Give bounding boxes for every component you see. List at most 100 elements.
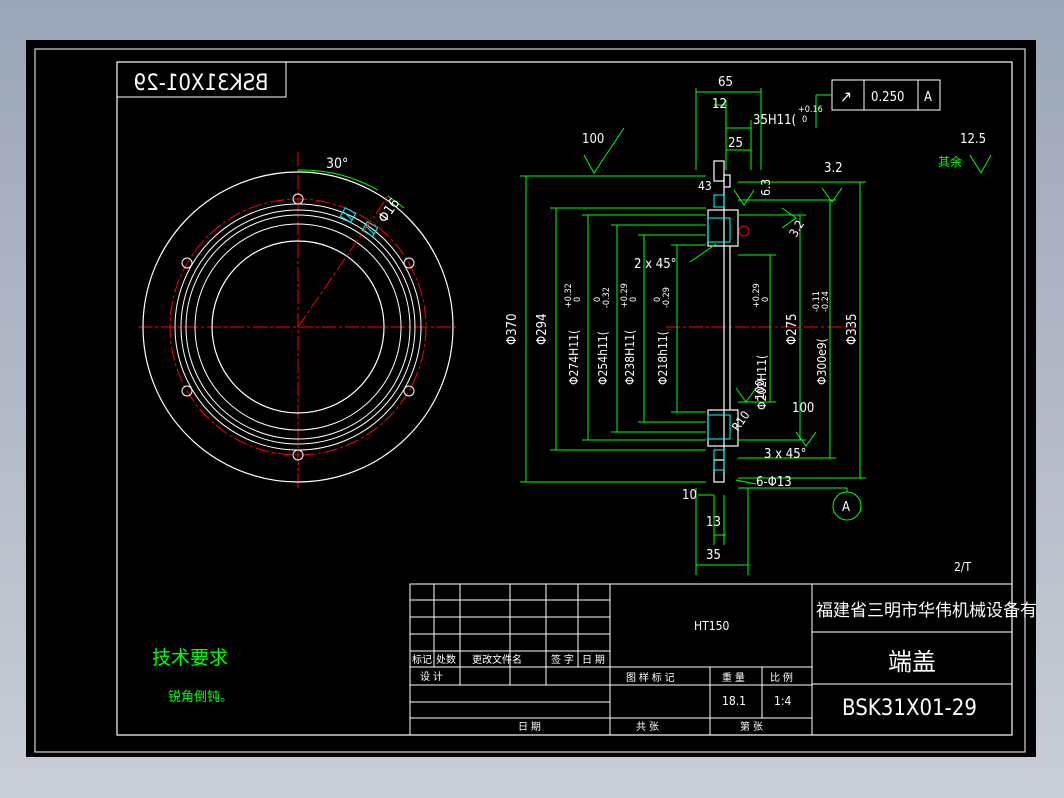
tol-d274-up: +0.32: [564, 283, 574, 308]
tolerance-value: 0.250: [871, 90, 904, 105]
tol-d254-up: 0: [593, 297, 603, 302]
hole-leader: [387, 195, 405, 209]
hdr-ratio: 比 例: [770, 671, 793, 684]
finish-100-right: 100: [792, 401, 814, 416]
dim-d370: Φ370: [505, 313, 520, 345]
finish-rest: 其余: [938, 154, 962, 169]
hdr-sign: 签 字: [551, 653, 574, 666]
hdr-date: 日 期: [582, 654, 605, 666]
mirrored-code: BSK31X01-29: [134, 71, 269, 96]
holes-leader: [735, 479, 757, 485]
bolt-hole: [403, 257, 415, 269]
top-dims: [695, 88, 762, 170]
hdr-stage: 图 样 标 记: [626, 671, 675, 684]
tol-d254-low: -0.32: [602, 287, 612, 308]
dim-12: 12: [712, 97, 727, 112]
company-name: 福建省三明市华伟机械设备有限公司: [816, 601, 1036, 621]
dim-25: 25: [728, 136, 743, 151]
dim-d294: Φ294: [535, 313, 550, 345]
finish-100-top: 100: [582, 132, 604, 147]
datum-label: A: [842, 500, 850, 515]
radius-r10: R10: [729, 408, 753, 434]
bottom-dims: [695, 488, 749, 575]
technical-notes: 技术要求 锐角倒钝。: [152, 647, 233, 705]
diameter-dim-lines: [520, 175, 866, 483]
hdr-sheet: 第 张: [740, 720, 763, 733]
part-name: 端盖: [888, 648, 936, 676]
title-block-text: 标记 处数 更改文件名 签 字 日 期 设 计 日 期 HT150 图 样 标 …: [412, 601, 1036, 733]
drawing-number: BSK31X01-29: [842, 696, 977, 721]
dim-d218: Φ218h11(: [656, 331, 670, 385]
chamfer-top: 2 x 45°: [634, 257, 677, 272]
finish-6-3: 6.3: [759, 179, 773, 196]
tolerance-frame: ↗ 0.250 A: [815, 79, 941, 128]
bolt-hole: [403, 385, 415, 397]
bolt-hole: [181, 385, 193, 397]
chamfer-top-leader: [689, 243, 717, 263]
scale-value: 1:4: [774, 694, 792, 708]
hdr-date2: 日 期: [518, 721, 541, 733]
finish-100-mid: 100: [753, 379, 767, 400]
dim-13: 13: [706, 515, 721, 530]
tol-d202-low: 0: [761, 297, 771, 302]
oil-hole: [738, 225, 750, 237]
finish-3-2a: 3.2: [824, 161, 843, 176]
tol-d238-low: 0: [629, 297, 639, 302]
dim-35h11-up: +0.16: [798, 105, 823, 115]
cad-drawing: BSK31X01-29: [34, 48, 1036, 753]
part-outline: [707, 160, 739, 483]
mirrored-code-box: BSK31X01-29: [116, 61, 287, 98]
weight-value: 18.1: [722, 694, 746, 708]
bolt-hole: [292, 449, 304, 461]
dim-d202: Φ202H11(: [755, 355, 769, 410]
tol-d202-up: +0.29: [752, 283, 762, 308]
section-hatch: [707, 194, 731, 471]
bolt-hole: [292, 193, 304, 205]
finish-12-5: 12.5: [960, 132, 986, 147]
radial-line: [297, 195, 389, 328]
tolerance-datum: A: [924, 90, 932, 105]
dim-d238: Φ238H11(: [623, 330, 637, 385]
hdr-weight: 重 量: [722, 671, 745, 684]
bore-circle: [211, 240, 385, 414]
hdr-total: 共 张: [636, 721, 659, 733]
angle-43: 43: [698, 179, 712, 193]
runout-symbol: ↗: [840, 87, 852, 106]
hdr-design: 设 计: [420, 670, 443, 683]
dim-10: 10: [682, 488, 697, 503]
bolt-hole: [181, 257, 193, 269]
chamfer-bottom: 3 x 45°: [764, 447, 807, 462]
slot-hatch: [339, 206, 379, 238]
dim-d300: Φ300e9(: [815, 338, 829, 385]
tol-d218-low: -0.29: [662, 287, 672, 308]
surface-finish-marks: [583, 127, 992, 447]
hdr-doc: 更改文件名: [472, 653, 522, 666]
front-view: 30° Φ16: [138, 152, 456, 490]
bolt-circle: [169, 198, 427, 456]
hdr-count: 处数: [436, 653, 456, 666]
outer-flange-circle: [142, 171, 454, 483]
angle-arc: [297, 169, 379, 191]
datum-marker: A: [738, 487, 862, 521]
bolt-holes: [181, 193, 415, 461]
drawing-sheet: BSK31X01-29: [26, 40, 1036, 757]
tol-d218-up: 0: [653, 297, 663, 302]
dim-d275: Φ275: [785, 313, 800, 345]
hdr-mark: 标记: [412, 654, 432, 666]
step-circle-3: [185, 214, 411, 440]
tol-d300-up: -0.11: [812, 291, 822, 312]
dim-35h11: 35H11(: [753, 113, 796, 128]
material: HT150: [694, 619, 729, 633]
finish-3-2b: 3.2: [786, 218, 807, 240]
dim-35: 35: [706, 548, 721, 563]
section-view: Φ370 Φ294 Φ274H11( Φ254h11( Φ238H11( Φ21…: [505, 75, 992, 575]
dim-d335: Φ335: [845, 313, 860, 345]
holes-6-d13: 6-Φ13: [756, 475, 792, 490]
sheet-number: 2/T: [954, 560, 972, 574]
step-circle-4: [194, 223, 402, 431]
tol-d274-low: 0: [573, 297, 583, 302]
outer-border: [34, 48, 1026, 753]
notes-heading: 技术要求: [152, 647, 228, 669]
angle-label: 30°: [326, 156, 348, 172]
tol-d238-up: +0.29: [620, 283, 630, 308]
